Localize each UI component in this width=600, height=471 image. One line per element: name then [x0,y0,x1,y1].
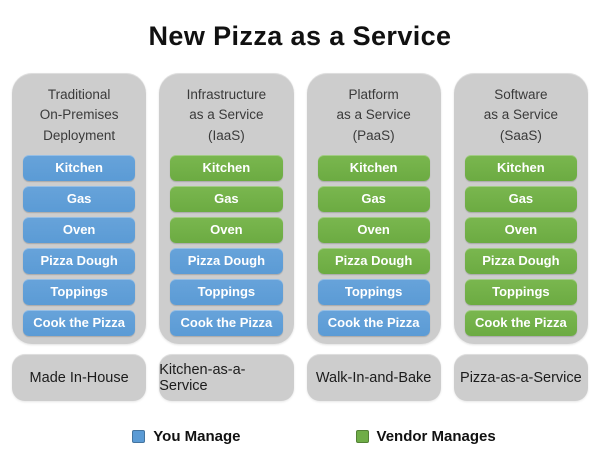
item-pizza-dough: Pizza Dough [464,247,577,274]
item-cook-the-pizza: Cook the Pizza [170,309,283,336]
item-kitchen: Kitchen [23,154,136,181]
item-toppings: Toppings [464,278,577,305]
column-heading: Traditional On-Premises Deployment [39,87,119,143]
legend: You Manage Vendor Manages [0,428,600,445]
item-pizza-dough: Pizza Dough [317,247,430,274]
item-oven: Oven [464,216,577,243]
column-items: Kitchen Gas Oven Pizza Dough Toppings Co… [317,154,430,336]
column-paas: Platform as a Service (PaaS) Kitchen Gas… [306,73,441,344]
column-iaas: Infrastructure as a Service (IaaS) Kitch… [159,73,294,344]
item-kitchen: Kitchen [464,154,577,181]
item-cook-the-pizza: Cook the Pizza [464,309,577,336]
item-cook-the-pizza: Cook the Pizza [317,309,430,336]
item-oven: Oven [317,216,430,243]
page-title: New Pizza as a Service [148,21,452,51]
you-manage-swatch-icon [132,430,146,443]
item-toppings: Toppings [23,278,136,305]
column-heading: Software as a Service (SaaS) [483,87,559,143]
item-oven: Oven [170,216,283,243]
legend-label: You Manage [153,428,241,445]
footer-kitchen-as-a-service: Kitchen-as-a-Service [159,354,294,401]
item-toppings: Toppings [170,278,283,305]
item-toppings: Toppings [317,278,430,305]
footer-pizza-as-a-service: Pizza-as-a-Service [453,354,588,401]
legend-item-vendor-manages: Vendor Manages [355,428,496,445]
legend-item-you-manage: You Manage [132,428,241,445]
vendor-manages-swatch-icon [355,430,369,443]
item-kitchen: Kitchen [170,154,283,181]
column-heading: Infrastructure as a Service (IaaS) [186,87,267,143]
item-gas: Gas [317,185,430,212]
item-gas: Gas [23,185,136,212]
column-heading: Platform as a Service (PaaS) [336,87,411,143]
item-pizza-dough: Pizza Dough [170,247,283,274]
item-gas: Gas [170,185,283,212]
footer-made-in-house: Made In-House [12,354,147,401]
item-kitchen: Kitchen [317,154,430,181]
footer-walk-in-and-bake: Walk-In-and-Bake [306,354,441,401]
column-saas: Software as a Service (SaaS) Kitchen Gas… [453,73,588,344]
columns-row: Traditional On-Premises Deployment Kitch… [0,73,600,344]
item-cook-the-pizza: Cook the Pizza [23,309,136,336]
column-on-premises: Traditional On-Premises Deployment Kitch… [12,73,147,344]
footers-row: Made In-House Kitchen-as-a-Service Walk-… [0,354,600,401]
column-items: Kitchen Gas Oven Pizza Dough Toppings Co… [464,154,577,336]
column-items: Kitchen Gas Oven Pizza Dough Toppings Co… [170,154,283,336]
legend-label: Vendor Manages [376,428,496,445]
item-gas: Gas [464,185,577,212]
item-oven: Oven [23,216,136,243]
item-pizza-dough: Pizza Dough [23,247,136,274]
column-items: Kitchen Gas Oven Pizza Dough Toppings Co… [23,154,136,336]
